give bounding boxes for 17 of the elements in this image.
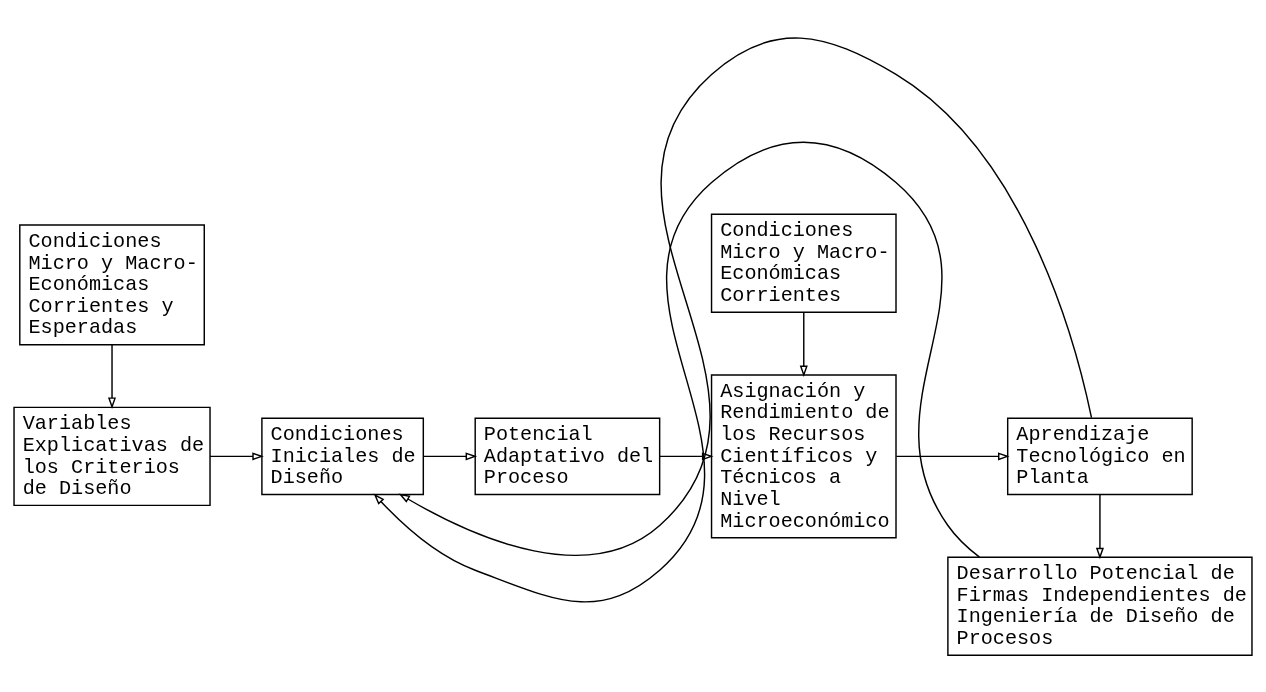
- node-box: Potencial Adaptativo del Proceso: [474, 416, 661, 495]
- node-box: Condiciones Micro y Macro-Económicas Corrientes: [710, 213, 897, 313]
- arrow: [895, 451, 1010, 460]
- node-box: Desarrollo Potencial de Firmas Independientes de Ingeniería de Diseño de Procesos: [947, 556, 1253, 656]
- arrow: [1095, 493, 1104, 559]
- arrow: [108, 343, 117, 409]
- node-box: Aprendizaje Tecnológico en Planta: [1007, 416, 1193, 495]
- node-box: Variables Explicativas de los Criterios de Diseño: [13, 406, 211, 506]
- arrow: [422, 451, 478, 460]
- node-box: Asignación y Rendimiento de los Recursos Científicos y Técnicos a Nivel Microeconómico: [710, 373, 897, 538]
- arrow: [209, 451, 264, 460]
- arrow: [373, 141, 981, 603]
- arrow: [398, 36, 1093, 556]
- node-box: Condiciones Iniciales de Diseño: [261, 416, 425, 495]
- arrow: [799, 311, 808, 377]
- arrow: [659, 451, 714, 460]
- node-box: Condiciones Micro y Macro-Económicas Corrientes y Esperadas: [19, 223, 205, 345]
